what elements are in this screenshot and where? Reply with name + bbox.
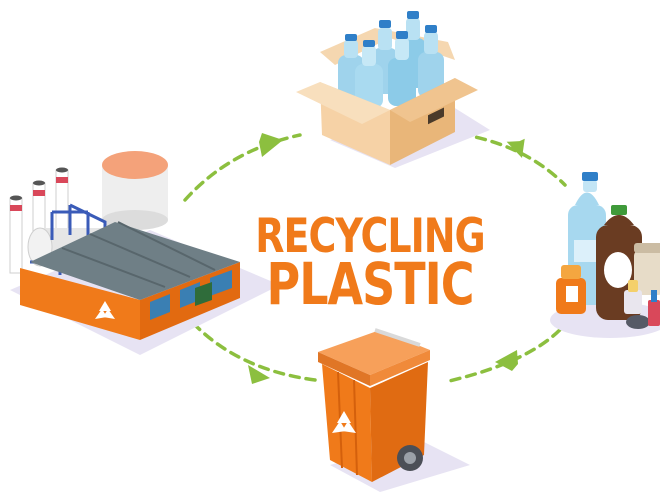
arrowhead-3 — [495, 350, 518, 371]
small-containers — [624, 280, 660, 329]
bin-wheel — [397, 445, 423, 471]
plastic-bottles-icon — [550, 172, 660, 338]
bin-lid-side-left — [318, 352, 370, 386]
arrowhead-1 — [259, 133, 283, 157]
storage-tank — [102, 151, 168, 230]
arrowhead-2 — [506, 138, 525, 158]
recycle-icon — [95, 301, 115, 319]
roof-ridges — [61, 221, 216, 288]
bin-lid-side-right — [370, 350, 430, 386]
beige-jar — [634, 243, 660, 295]
recycle-icon — [332, 411, 356, 433]
arrowhead-4 — [248, 365, 270, 384]
recycling-bin-icon — [318, 328, 470, 492]
title-line-plastic: PLASTIC — [266, 250, 474, 318]
bin-lid-top — [318, 330, 430, 375]
box-front-flap-left — [296, 82, 390, 124]
title-line-recycling: RECYCLING — [255, 208, 486, 263]
arrow-factory-to-box — [183, 133, 302, 202]
orange-jar — [556, 265, 586, 314]
box-front-flap-right — [390, 78, 478, 122]
bottle-in-box — [388, 31, 416, 106]
building-roof — [30, 222, 240, 300]
bottle-in-box — [355, 40, 383, 108]
bin-handle — [374, 328, 421, 347]
building-front-left — [20, 268, 140, 340]
box-label — [428, 107, 444, 125]
bottle-in-box — [418, 25, 444, 98]
factory-door — [195, 282, 212, 306]
chimney — [9, 195, 23, 274]
box-bottles — [338, 11, 444, 108]
factory-icon — [9, 151, 280, 355]
arrow-bottles-to-bin — [443, 316, 572, 384]
arrow-bin-to-factory — [193, 323, 317, 382]
arrow-heads — [248, 133, 525, 384]
box-of-bottles-icon — [296, 11, 490, 168]
